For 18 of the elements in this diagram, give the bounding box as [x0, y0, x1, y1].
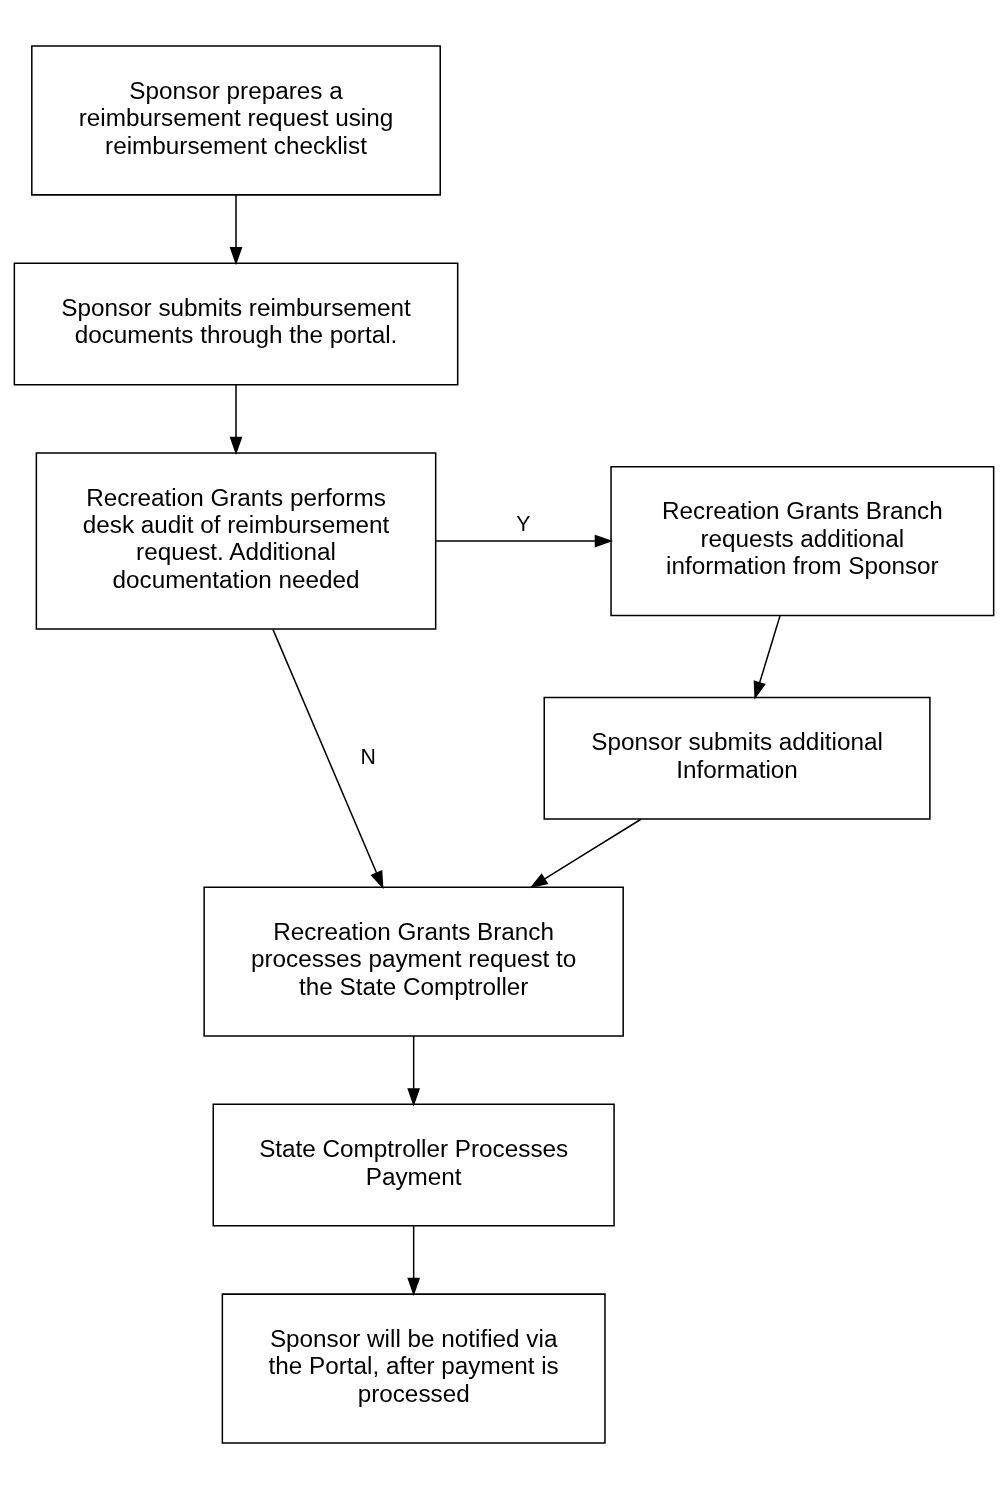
edge-label: Y — [516, 511, 531, 536]
node-box: State Comptroller Processes Payment — [212, 1103, 615, 1227]
node-box: Recreation Grants Branch processes payment request to the State Comptroller — [203, 886, 624, 1037]
node-box: Sponsor submits additional Information — [543, 696, 931, 820]
arrow — [407, 1225, 421, 1297]
arrow — [272, 628, 384, 890]
arrow — [229, 194, 243, 266]
arrow — [529, 818, 643, 889]
arrow — [434, 534, 613, 548]
arrow — [407, 1035, 421, 1107]
edge-label: N — [360, 744, 376, 769]
node-box: Sponsor submits reimbursement documents through the portal. — [13, 262, 459, 386]
node-box: Sponsor prepares a reimbursement request using reimbursement checklist — [31, 45, 441, 196]
node-box: Recreation Grants Branch requests additional information from Sponsor — [610, 465, 995, 617]
node-box: Recreation Grants performs desk audit of reimbursement request. Additional documentation needed — [35, 452, 437, 630]
node-box: Sponsor will be notified via the Portal, after payment is processed — [221, 1293, 606, 1444]
arrow — [753, 614, 781, 700]
arrow — [229, 384, 243, 455]
